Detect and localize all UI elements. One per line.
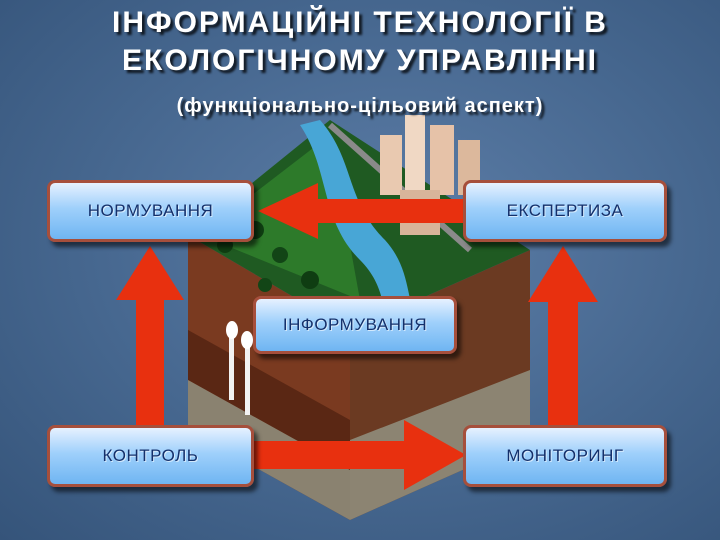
subtitle: (функціонально-цільовий аспект) — [0, 95, 720, 118]
normuvannya-box: НОРМУВАННЯ — [47, 180, 254, 242]
informuvannya-box: ІНФОРМУВАННЯ — [253, 296, 457, 354]
monitoring-box: МОНІТОРИНГ — [463, 425, 667, 487]
kontrol-box: КОНТРОЛЬ — [47, 425, 254, 487]
arrow-monitoring-to-ekspertyza — [528, 246, 598, 428]
arrow-kontrol-to-normuvannya — [116, 246, 184, 428]
ekspertyza-box: ЕКСПЕРТИЗА — [463, 180, 667, 242]
